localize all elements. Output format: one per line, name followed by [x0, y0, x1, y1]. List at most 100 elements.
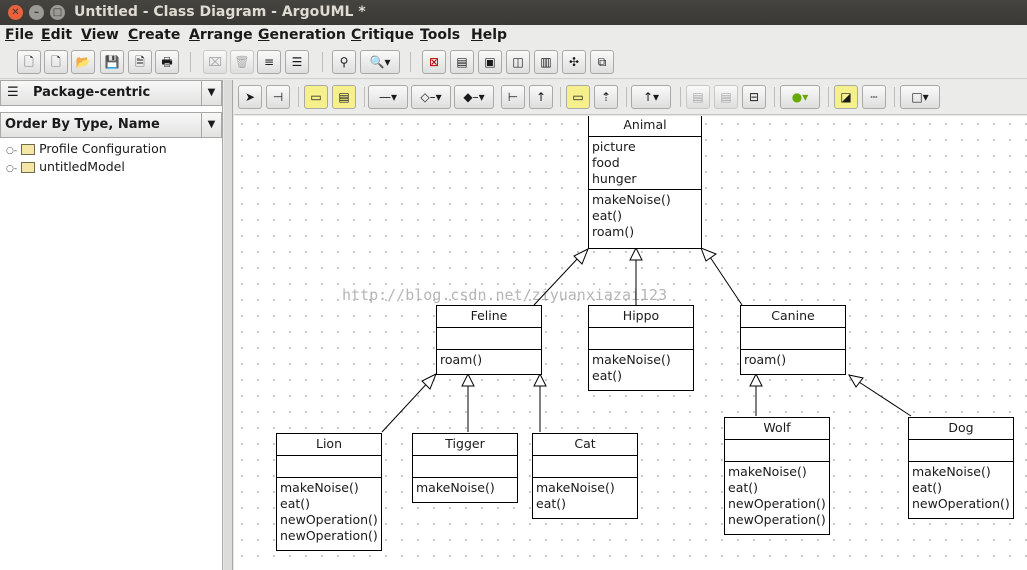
operation: eat(): [912, 480, 943, 495]
operation: eat(): [592, 368, 623, 383]
menu-tools[interactable]: Tools: [420, 27, 461, 43]
deployment-diagram-icon[interactable]: ⧉: [590, 50, 614, 74]
realization-tool-icon[interactable]: ⇡: [594, 85, 618, 109]
select-arrow-icon[interactable]: ➤: [238, 85, 262, 109]
class-lion[interactable]: Lion makeNoise() eat() newOperation() ne…: [276, 433, 382, 551]
tree-expand-icon[interactable]: ○-: [6, 146, 18, 156]
class-name: Cat: [533, 434, 637, 456]
navigate-up-icon[interactable]: ≡: [257, 50, 281, 74]
menu-critique[interactable]: Critique: [351, 27, 414, 43]
class-dog[interactable]: Dog makeNoise() eat() newOperation(): [908, 417, 1014, 519]
save-as-icon[interactable]: 🗎: [128, 50, 152, 74]
menu-view[interactable]: View: [81, 27, 119, 43]
operation: makeNoise(): [912, 464, 991, 479]
critique-icon[interactable]: ⊠: [422, 50, 446, 74]
class-name: Tigger: [413, 434, 517, 456]
package-icon: [21, 162, 36, 173]
operation: newOperation(): [728, 512, 826, 527]
attribute-compartment: picture food hunger: [589, 137, 701, 190]
tree-item-label: untitledModel: [39, 159, 125, 174]
class-feline[interactable]: Feline roam(): [436, 305, 542, 375]
operation-compartment: makeNoise() eat(): [589, 350, 693, 386]
new-file-icon[interactable]: 🗋: [44, 50, 68, 74]
add-attribute-icon[interactable]: ▤: [686, 85, 710, 109]
attribute-compartment: [437, 328, 541, 350]
new-project-icon[interactable]: 🗋: [17, 50, 41, 74]
explorer-pane: ☰ Package-centric ▼ Order By Type, Name …: [0, 80, 223, 570]
menu-create[interactable]: Create: [128, 27, 181, 43]
menu-arrange[interactable]: Arrange: [189, 27, 253, 43]
chevron-down-icon[interactable]: ▼: [201, 113, 221, 137]
operation: roam(): [592, 224, 635, 239]
print-icon[interactable]: 🖶: [155, 50, 179, 74]
class-name: Hippo: [589, 306, 693, 328]
class-hippo[interactable]: Hippo makeNoise() eat(): [588, 305, 694, 391]
operation: makeNoise(): [728, 464, 807, 479]
menu-help[interactable]: Help: [471, 27, 508, 43]
operation: eat(): [280, 496, 311, 511]
arrow-dropdown-icon[interactable]: ↑▾: [631, 85, 671, 109]
class-name: Lion: [277, 434, 381, 456]
class-name: Feline: [437, 306, 541, 328]
pane-splitter[interactable]: [224, 80, 233, 570]
node-dropdown-icon[interactable]: ●▾: [780, 85, 820, 109]
operation: eat(): [728, 480, 759, 495]
tree-item-untitled-model[interactable]: ○- untitledModel: [6, 159, 125, 174]
class-tigger[interactable]: Tigger makeNoise(): [412, 433, 518, 503]
chevron-down-icon[interactable]: ▼: [201, 81, 221, 105]
dependency-tool-icon[interactable]: ⊢: [501, 85, 525, 109]
collaboration-diagram-icon[interactable]: ✣: [562, 50, 586, 74]
composition-dropdown-icon[interactable]: ◆–▾: [454, 85, 494, 109]
open-project-icon[interactable]: 📂: [71, 50, 95, 74]
comment-tool-icon[interactable]: ◪: [834, 85, 858, 109]
operation: eat(): [592, 208, 623, 223]
usecase-diagram-icon[interactable]: ▣: [478, 50, 502, 74]
datatype-tool-icon[interactable]: ⊟: [742, 85, 766, 109]
minimize-window-button[interactable]: –: [29, 5, 44, 20]
operation-compartment: makeNoise() eat() newOperation() newOper…: [277, 478, 381, 546]
tree-item-profile-configuration[interactable]: ○- Profile Configuration: [6, 141, 167, 156]
menu-generation[interactable]: Generation: [258, 27, 346, 43]
tree-expand-icon[interactable]: ○-: [6, 164, 18, 174]
class-cat[interactable]: Cat makeNoise() eat(): [532, 433, 638, 519]
add-operation-icon[interactable]: ▤: [714, 85, 738, 109]
save-icon[interactable]: 💾: [100, 50, 124, 74]
state-diagram-icon[interactable]: ◫: [506, 50, 530, 74]
association-dropdown-icon[interactable]: —▾: [368, 85, 408, 109]
attribute-compartment: [741, 328, 845, 350]
operation: newOperation(): [280, 512, 378, 527]
menu-edit[interactable]: Edit: [41, 27, 73, 43]
delete-from-diagram-icon[interactable]: ⌧: [203, 50, 227, 74]
class-tool-icon[interactable]: ▤: [332, 85, 356, 109]
operation: newOperation(): [728, 496, 826, 511]
generalization-tool-icon[interactable]: ↑: [529, 85, 553, 109]
close-window-button[interactable]: ✕: [8, 5, 23, 20]
navigate-list-icon[interactable]: ☰: [285, 50, 309, 74]
maximize-window-button[interactable]: □: [50, 5, 65, 20]
broom-icon[interactable]: ⊣: [266, 85, 290, 109]
aggregation-dropdown-icon[interactable]: ◇–▾: [411, 85, 451, 109]
order-value: Order By Type, Name: [5, 117, 160, 132]
class-wolf[interactable]: Wolf makeNoise() eat() newOperation() ne…: [724, 417, 830, 535]
class-diagram-icon[interactable]: ▤: [450, 50, 474, 74]
diagram-canvas[interactable]: http://blog.csdn.net/ziyuanxiazai123 Ani…: [234, 116, 1027, 570]
interface-tool-icon[interactable]: ▭: [566, 85, 590, 109]
menu-bar: File Edit View Create Arrange Generation…: [0, 25, 1027, 46]
watermark: http://blog.csdn.net/ziyuanxiazai123: [342, 286, 668, 304]
zoom-dropdown-icon[interactable]: 🔍▾: [360, 50, 400, 74]
class-animal[interactable]: Animal picture food hunger makeNoise() e…: [588, 116, 702, 249]
class-canine[interactable]: Canine roam(): [740, 305, 846, 375]
menu-file[interactable]: File: [5, 27, 34, 43]
comment-link-icon[interactable]: ┄: [862, 85, 886, 109]
rectangle-dropdown-icon[interactable]: □▾: [900, 85, 940, 109]
diagram-toolbar: ➤ ⊣ ▭ ▤ —▾ ◇–▾ ◆–▾ ⊢ ↑ ▭ ⇡ ↑▾ ▤ ▤ ⊟ ●▾ ◪…: [234, 80, 1027, 115]
activity-diagram-icon[interactable]: ▥: [534, 50, 558, 74]
operation-compartment: roam(): [437, 350, 541, 370]
perspective-select[interactable]: ☰ Package-centric ▼: [0, 80, 222, 106]
operation: makeNoise(): [592, 352, 671, 367]
attribute-compartment: [909, 440, 1013, 462]
trash-icon[interactable]: 🗑: [230, 50, 254, 74]
find-icon[interactable]: ⚲: [332, 50, 356, 74]
package-tool-icon[interactable]: ▭: [304, 85, 328, 109]
order-select[interactable]: Order By Type, Name ▼: [0, 112, 222, 138]
